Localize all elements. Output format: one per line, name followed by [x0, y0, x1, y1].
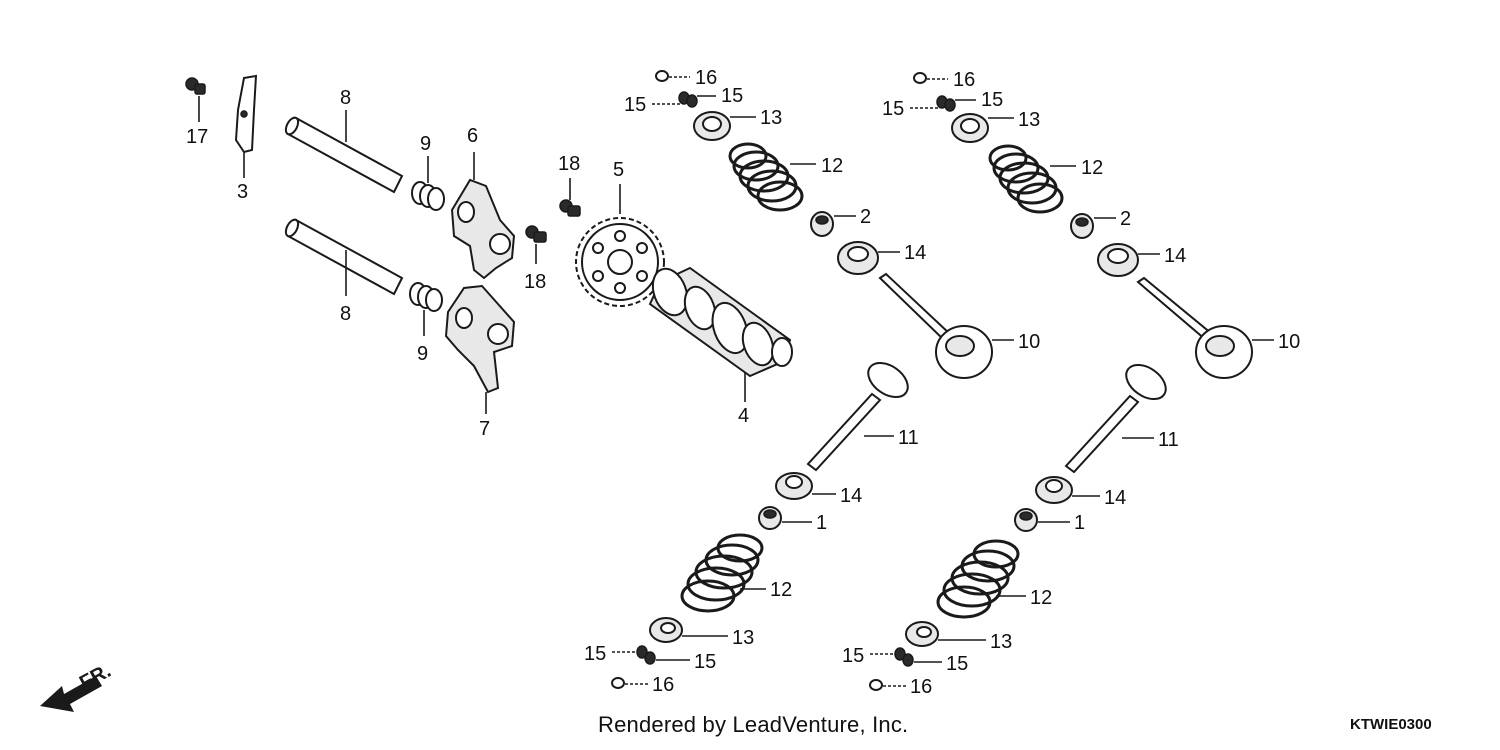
label-18-lower: 18	[524, 271, 546, 293]
part-4-camshaft[interactable]	[647, 264, 793, 378]
part-7-rocker-arm[interactable]	[444, 284, 516, 394]
part-12-spring-lower-right[interactable]	[936, 539, 1020, 619]
part-2-seal-upper-right[interactable]	[1070, 213, 1094, 239]
part-13-retainer-lower-left[interactable]	[649, 617, 683, 643]
label-12-upper-left: 12	[821, 155, 843, 177]
label-14-upper-right: 14	[1164, 245, 1186, 267]
label-16-lower-left: 16	[652, 674, 674, 696]
label-15-upper-left-b: 15	[721, 85, 743, 107]
label-15-lower-left-a: 15	[584, 643, 606, 665]
part-11-valve-intake-right[interactable]	[1064, 358, 1172, 474]
label-16-upper-right: 16	[953, 69, 975, 91]
label-14-upper-left: 14	[904, 242, 926, 264]
part-14-seat-lower-right[interactable]	[1035, 476, 1073, 504]
label-9-upper: 9	[420, 133, 431, 155]
part-16-cotter-upper-left[interactable]	[655, 70, 669, 82]
label-17: 17	[186, 126, 208, 148]
part-3-plate[interactable]	[234, 74, 258, 154]
part-8-shaft-upper[interactable]	[283, 116, 404, 194]
label-8-upper: 8	[340, 87, 351, 109]
label-16-upper-left: 16	[695, 67, 717, 89]
label-15-lower-left-b: 15	[694, 651, 716, 673]
credit-text: Rendered by LeadVenture, Inc.	[598, 712, 909, 737]
part-2-seal-upper-left[interactable]	[810, 211, 834, 237]
label-11-right: 11	[1158, 429, 1179, 451]
part-15-keeper-lower-right[interactable]	[894, 647, 914, 667]
label-13-lower-left: 13	[732, 627, 754, 649]
label-12-lower-left: 12	[770, 579, 792, 601]
part-13-retainer-lower-right[interactable]	[905, 621, 939, 647]
part-15-keeper-lower-left[interactable]	[636, 645, 656, 665]
diagram-code: KTWIE0300	[1350, 716, 1432, 733]
part-14-seat-upper-right[interactable]	[1097, 243, 1139, 277]
label-3: 3	[237, 181, 248, 203]
part-15-keeper-upper-left[interactable]	[678, 91, 698, 108]
part-11-valve-intake-left[interactable]	[806, 356, 914, 472]
label-1-lower-left: 1	[816, 512, 827, 534]
label-6: 6	[467, 125, 478, 147]
label-7: 7	[479, 418, 490, 440]
label-14-lower-right: 14	[1104, 487, 1126, 509]
label-15-upper-left-a: 15	[624, 94, 646, 116]
label-14-lower-left: 14	[840, 485, 862, 507]
label-5: 5	[613, 159, 624, 181]
part-1-seal-lower-right[interactable]	[1014, 508, 1038, 532]
part-14-seat-lower-left[interactable]	[775, 472, 813, 500]
part-14-seat-upper-left[interactable]	[837, 241, 879, 275]
label-13-upper-right: 13	[1018, 109, 1040, 131]
label-13-lower-right: 13	[990, 631, 1012, 653]
part-12-spring-upper-right[interactable]	[988, 144, 1064, 214]
label-4: 4	[738, 405, 749, 427]
part-6-rocker-arm[interactable]	[450, 178, 516, 280]
part-16-cotter-upper-right[interactable]	[913, 72, 927, 84]
part-9-spring-upper[interactable]	[411, 181, 445, 211]
part-10-valve-exhaust-right[interactable]	[1136, 276, 1253, 379]
part-12-spring-upper-left[interactable]	[728, 142, 804, 212]
part-12-spring-lower-left[interactable]	[680, 533, 764, 613]
label-1-lower-right: 1	[1074, 512, 1085, 534]
part-18-bolt-upper[interactable]	[559, 199, 581, 217]
label-15-lower-right-b: 15	[946, 653, 968, 675]
label-15-lower-right-a: 15	[842, 645, 864, 667]
label-8-lower: 8	[340, 303, 351, 325]
part-16-cotter-lower-left[interactable]	[611, 677, 625, 689]
label-11-left: 11	[898, 427, 919, 449]
part-18-bolt-lower[interactable]	[525, 225, 547, 243]
label-10-right: 10	[1278, 331, 1300, 353]
label-2-upper-left: 2	[860, 206, 871, 228]
label-15-upper-right-b: 15	[981, 89, 1003, 111]
part-1-seal-lower-left[interactable]	[758, 506, 782, 530]
label-9-lower: 9	[417, 343, 428, 365]
part-13-retainer-upper-right[interactable]	[951, 113, 989, 143]
label-12-lower-right: 12	[1030, 587, 1052, 609]
part-17-bolt[interactable]	[185, 77, 206, 95]
label-2-upper-right: 2	[1120, 208, 1131, 230]
label-18-upper: 18	[558, 153, 580, 175]
part-16-cotter-lower-right[interactable]	[869, 679, 883, 691]
part-5-cam-sprocket[interactable]	[575, 217, 665, 307]
part-10-valve-exhaust-left[interactable]	[878, 272, 993, 379]
part-8-shaft-lower[interactable]	[283, 218, 404, 296]
front-direction-arrow-icon	[40, 676, 102, 712]
part-15-keeper-upper-right[interactable]	[936, 95, 956, 112]
label-12-upper-right: 12	[1081, 157, 1103, 179]
label-13-upper-left: 13	[760, 107, 782, 129]
part-13-retainer-upper-left[interactable]	[693, 111, 731, 141]
label-10-left: 10	[1018, 331, 1040, 353]
label-16-lower-right: 16	[910, 676, 932, 698]
part-9-spring-lower[interactable]	[409, 282, 443, 312]
label-15-upper-right-a: 15	[882, 98, 904, 120]
